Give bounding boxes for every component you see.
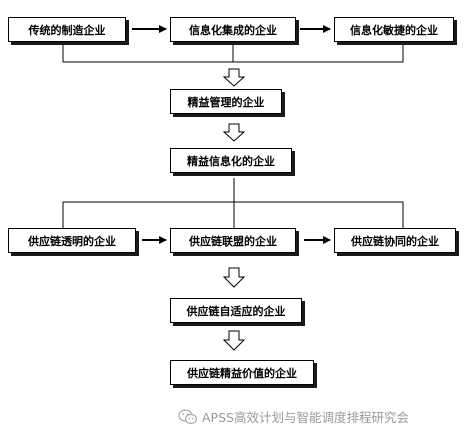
node-info-agile: 信息化敏捷的企业 xyxy=(334,17,454,42)
node-sc-adaptive: 供应链自适应的企业 xyxy=(170,298,302,323)
node-lean-management: 精益管理的企业 xyxy=(170,89,282,114)
node-sc-alliance: 供应链联盟的企业 xyxy=(170,228,296,253)
watermark: APSS高效计划与智能调度排程研究会 xyxy=(178,407,409,426)
hollow-arrow-3 xyxy=(222,267,246,288)
node-sc-transparent: 供应链透明的企业 xyxy=(8,228,136,253)
node-info-integrated: 信息化集成的企业 xyxy=(170,17,296,42)
split-bracket xyxy=(62,178,404,228)
merge-bracket-top xyxy=(62,44,404,63)
node-lean-info: 精益信息化的企业 xyxy=(170,148,292,173)
hollow-arrow-1 xyxy=(222,68,246,87)
hollow-arrow-4 xyxy=(222,330,246,351)
watermark-text: APSS高效计划与智能调度排程研究会 xyxy=(202,410,409,425)
wechat-icon xyxy=(178,408,198,424)
hollow-arrow-2 xyxy=(222,123,246,142)
node-sc-collaborative: 供应链协同的企业 xyxy=(334,228,456,253)
node-traditional: 传统的制造企业 xyxy=(8,17,126,42)
node-sc-lean-value: 供应链精益价值的企业 xyxy=(170,360,314,385)
